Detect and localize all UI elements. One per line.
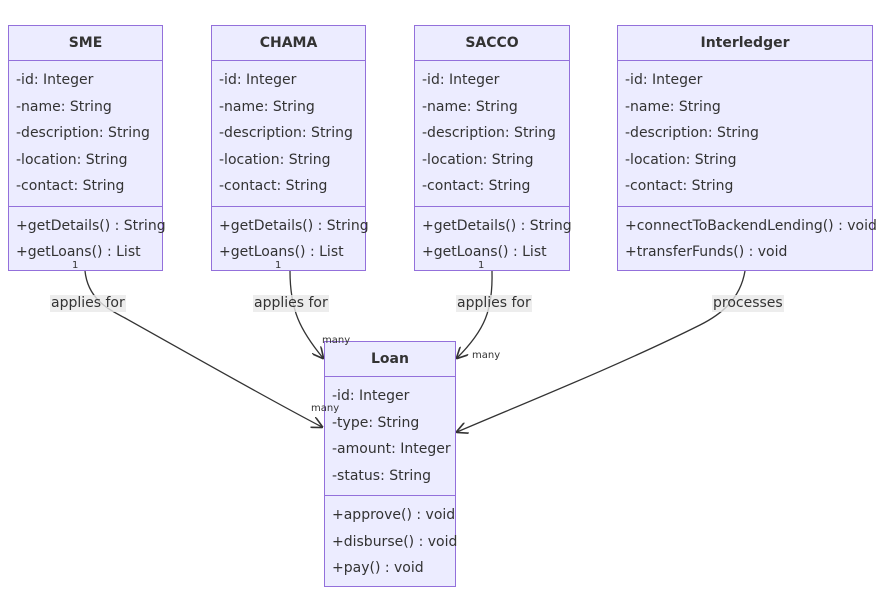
attribute: -contact: String [625,178,734,194]
methods-section: +getDetails() : String +getLoans() : List [415,205,572,272]
class-name: Loan [325,342,455,377]
class-box-loan: Loan -id: Integer -type: String -amount: In… [324,341,458,588]
attributes-section: -id: Integer -name: String -description: S… [415,61,569,206]
multiplicity-target: many [322,335,351,346]
attribute: -name: String [16,98,112,115]
attribute: -type: String [332,414,420,431]
relation-label: applies for [50,295,126,312]
multiplicity-target: many [472,350,501,361]
relation-label: applies for [253,295,329,312]
attribute: -location: String [16,151,128,168]
method: +getDetails() : String [219,217,369,234]
multiplicity-source: 1 [72,260,79,271]
methods-section: +connectToBackendLending() : void +transf… [618,205,877,272]
attribute: -location: String [422,151,534,168]
multiplicity-target: many [311,403,340,414]
method: +pay() : void [332,560,424,576]
method: +approve() : void [332,507,456,523]
relation-arrow-sacco [457,270,493,358]
attribute: -location: String [219,151,331,168]
attribute: -amount: Integer [332,441,451,457]
method: +getLoans() : List [219,244,344,260]
attribute: -name: String [219,98,315,115]
method: +getDetails() : String [16,217,166,234]
attribute: -location: String [625,151,737,168]
class-box-sacco: SACCO -id: Integer -name: String -descripti… [414,25,572,272]
attribute: -description: String [16,125,150,141]
attribute: -contact: String [422,178,531,194]
class-name: CHAMA [212,26,365,61]
method: +connectToBackendLending() : void [625,217,877,234]
attribute: -id: Integer [219,72,297,88]
relation-label: processes [712,295,784,312]
class-name: SME [9,26,162,61]
attribute: -status: String [332,467,432,484]
attribute: -id: Integer [422,72,500,88]
class-box-sme: SME -id: Integer -name: String -description… [8,25,166,272]
attribute: -name: String [422,98,518,115]
class-name: Interledger [618,26,872,61]
attribute: -description: String [422,125,556,141]
method: +getLoans() : List [422,244,547,260]
attribute: -contact: String [219,178,328,194]
class-box-chama: CHAMA -id: Integer -name: String -descripti… [211,25,369,272]
class-box-interledger: Interledger -id: Integer -name: String -des… [617,25,877,272]
relation-label: applies for [456,295,532,312]
attributes-section: -id: Integer -name: String -description: S… [618,61,872,206]
multiplicity-source: 1 [275,260,282,271]
attribute: -description: String [219,125,353,141]
multiplicity-source: 1 [478,260,485,271]
attribute: -id: Integer [16,72,94,88]
class-name: SACCO [415,26,569,61]
attributes-section: -id: Integer -name: String -description: S… [212,61,365,206]
attribute: -name: String [625,98,721,115]
method: +getDetails() : String [422,217,572,234]
attributes-section: -id: Integer -name: String -description: S… [9,61,162,206]
attribute: -id: Integer [625,72,703,88]
methods-section: +getDetails() : String +getLoans() : List [9,205,166,272]
relation-arrow-chama [289,270,323,358]
method: +disburse() : void [332,533,458,550]
methods-section: +getDetails() : String +getLoans() : List [212,205,369,272]
method: +transferFunds() : void [625,244,788,260]
attributes-section: -id: Integer -type: String -amount: Intege… [325,377,455,495]
attribute: -description: String [625,125,759,141]
methods-section: +approve() : void +disburse() : void +pay(… [325,495,458,588]
method: +getLoans() : List [16,244,141,260]
attribute: -id: Integer [332,388,410,404]
attribute: -contact: String [16,178,125,194]
